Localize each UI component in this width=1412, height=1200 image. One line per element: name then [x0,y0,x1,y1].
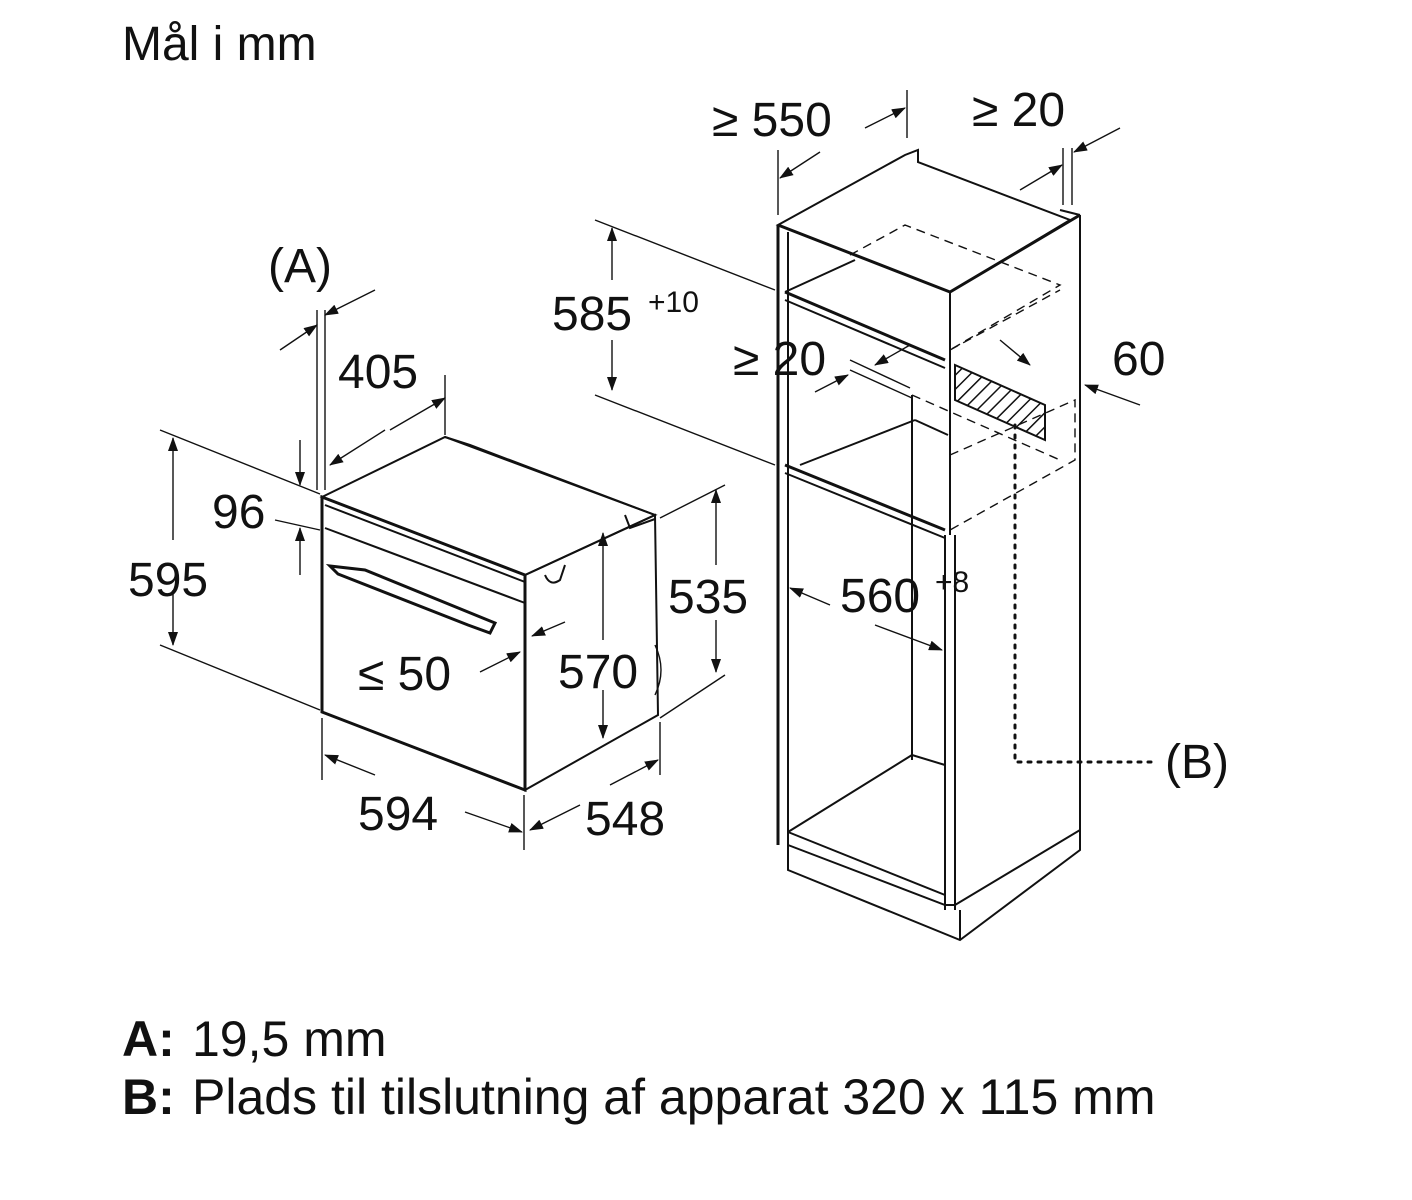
dim-60: 60 [1112,333,1165,386]
dim-594: 594 [358,788,438,841]
cabinet-dimensions [594,90,1154,764]
dim-535: 535 [668,571,748,624]
oven-dimensions [159,289,726,850]
dim-405: 405 [338,346,418,399]
legend-b: B: Plads til tilslutning af apparat 320 x… [122,1068,1192,1126]
cabinet-drawing [775,148,1081,942]
units-title: Mål i mm [122,18,317,71]
dim-585: 585 [552,288,632,341]
dim-ge-550: ≥ 550 [712,94,832,147]
installation-diagram: Mål i mm [122,18,1229,942]
dim-595: 595 [128,554,208,607]
dim-560: 560 [840,570,920,623]
dim-548: 548 [585,793,665,846]
dim-585-tolerance: +10 [648,286,699,319]
dim-ge-20-top: ≥ 20 [972,84,1065,137]
legend-a-key: A: [122,1011,175,1067]
legend-a-text: 19,5 mm [192,1011,387,1067]
dim-ge-20-mid: ≥ 20 [733,333,826,386]
label-b: (B) [1165,736,1229,789]
label-a: (A) [268,240,332,293]
dim-560-tolerance: +8 [935,566,969,599]
dim-96: 96 [212,486,265,539]
legend-a: A: 19,5 mm [122,1010,1192,1068]
legend-b-text: Plads til tilslutning af apparat 320 x 1… [192,1069,1156,1125]
dim-le-50: ≤ 50 [358,648,451,701]
legend-b-key: B: [122,1069,175,1125]
oven-drawing [319,435,660,793]
dim-570: 570 [558,646,638,699]
